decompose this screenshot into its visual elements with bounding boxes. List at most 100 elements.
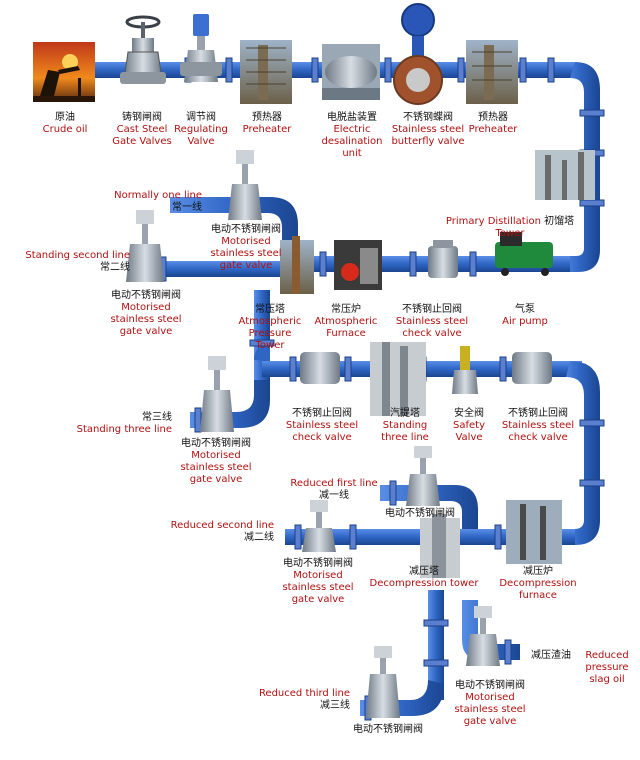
butterfly-valve-label: 不锈钢蝶阀 Stainless steel butterfly valve	[380, 112, 476, 148]
reduced-third-label: Reduced third line 减三线	[240, 688, 350, 712]
motor-gate-valve-1-picture	[228, 150, 262, 220]
preheater-2-picture	[466, 40, 518, 104]
motor-gate-valve-7-picture	[366, 646, 400, 718]
motor-gate-5-label-en3: gate valve	[291, 594, 345, 605]
check-valve-top-label-zh: 不锈钢止回阀	[402, 304, 462, 315]
air-pump-label-en: Air pump	[502, 316, 548, 327]
decomp-tower-label-zh: 减压塔	[409, 566, 439, 577]
regulating-valve-label: 调节阀 Regulating Valve	[168, 112, 234, 148]
check-valve-mid1-picture	[300, 352, 340, 384]
atm-furnace-label: 常压炉 Atmospheric Furnace	[310, 304, 382, 340]
air-pump-label-zh: 气泵	[515, 304, 535, 315]
motor-gate-valve-6-picture	[466, 606, 500, 666]
regulating-valve-label-en2: Valve	[187, 136, 215, 147]
check-valve-top-label: 不锈钢止回阀 Stainless steel check valve	[380, 304, 484, 340]
slag-oil-label-en1: Reduced	[585, 650, 629, 661]
motor-gate-3-label-zh: 电动不锈钢闸阀	[181, 438, 251, 449]
slag-oil-label: 减压渣油	[524, 650, 578, 662]
safety-valve-label: 安全阀 Safety Valve	[440, 408, 498, 444]
motor-gate-2-label: 电动不锈钢闸阀 Motorised stainless steel gate v…	[96, 290, 196, 338]
butterfly-valve-picture	[393, 3, 443, 105]
motor-gate-6-label-en3: gate valve	[463, 716, 517, 727]
standing-three-label-en: Standing three line	[76, 424, 172, 435]
reduced-first-label-en: Reduced first line	[290, 478, 378, 489]
atm-tower-label-en2: Pressure	[248, 328, 292, 339]
check-valve-mid1-label-en2: check valve	[292, 432, 352, 443]
decomp-furnace-label-en2: furnace	[519, 590, 557, 601]
primary-tower-label-en2: Tower	[495, 228, 525, 239]
check-valve-mid2-picture	[512, 352, 552, 384]
slag-oil-label-en: Reduced pressure slag oil	[578, 650, 636, 686]
standing-second-label-zh: 常二线	[100, 262, 130, 273]
atm-tower-label-en3: Tower	[255, 340, 285, 351]
desalination-label-en1: Electric	[333, 124, 371, 135]
atm-furnace-label-en1: Atmospheric	[314, 316, 378, 327]
motor-gate-1-label: 电动不锈钢闸阀 Motorised stainless steel gate v…	[196, 224, 296, 272]
motor-gate-2-label-en2: stainless steel	[110, 314, 182, 325]
stripping-tower-label-zh: 汽提塔	[390, 408, 420, 419]
safety-valve-label-en2: Valve	[455, 432, 483, 443]
standing-three-label-zh: 常三线	[142, 412, 172, 423]
motor-gate-1-label-en3: gate valve	[219, 260, 273, 271]
safety-valve-label-zh: 安全阀	[454, 408, 484, 419]
check-valve-mid1-label-zh: 不锈钢止回阀	[292, 408, 352, 419]
motor-gate-3-label: 电动不锈钢闸阀 Motorised stainless steel gate v…	[166, 438, 266, 486]
air-pump-label: 气泵 Air pump	[494, 304, 556, 328]
motor-gate-1-label-en2: stainless steel	[210, 248, 282, 259]
atmospheric-furnace-picture	[334, 240, 382, 290]
cast-steel-gate-valve-picture	[120, 15, 166, 84]
desalination-label-zh: 电脱盐装置	[327, 112, 377, 123]
primary-tower-label-en1: Primary Distillation	[445, 216, 541, 227]
preheater-1-label-zh: 预热器	[252, 112, 282, 123]
preheater-2-label-zh: 预热器	[478, 112, 508, 123]
crude-oil-label: 原油 Crude oil	[30, 112, 100, 136]
decomp-furnace-label-zh: 减压炉	[523, 566, 553, 577]
check-valve-mid2-label-zh: 不锈钢止回阀	[508, 408, 568, 419]
standing-second-label: Standing second line 常二线	[4, 250, 130, 274]
motor-gate-1-label-zh: 电动不锈钢闸阀	[211, 224, 281, 235]
butterfly-valve-label-zh: 不锈钢蝶阀	[403, 112, 453, 123]
check-valve-mid2-label: 不锈钢止回阀 Stainless steel check valve	[488, 408, 588, 444]
crude-oil-label-zh: 原油	[55, 112, 75, 123]
atm-tower-label: 常压塔 Atmospheric Pressure Tower	[234, 304, 306, 352]
normally-one-label-en: Normally one line	[114, 190, 202, 201]
decomp-furnace-label-en1: Decompression	[499, 578, 577, 589]
motor-gate-4-label: 电动不锈钢闸阀	[370, 508, 470, 520]
crude-oil-label-en: Crude oil	[42, 124, 88, 135]
motor-gate-5-label-en1: Motorised	[293, 570, 343, 581]
stripping-tower-label-en2: three line	[381, 432, 429, 443]
check-valve-mid1-label-en1: Stainless steel	[285, 420, 359, 431]
standing-second-label-en: Standing second line	[25, 250, 130, 261]
motor-gate-valve-3-picture	[200, 356, 234, 432]
reduced-second-label-zh: 减二线	[244, 532, 274, 543]
motor-gate-6-label-zh: 电动不锈钢闸阀	[455, 680, 525, 691]
check-valve-mid1-label: 不锈钢止回阀 Stainless steel check valve	[272, 408, 372, 444]
motor-gate-valve-2-picture	[126, 210, 164, 282]
regulating-valve-label-zh: 调节阀	[186, 112, 216, 123]
preheater-1-label: 预热器 Preheater	[234, 112, 300, 136]
motor-gate-3-label-en2: stainless steel	[180, 462, 252, 473]
check-valve-mid2-label-en1: Stainless steel	[501, 420, 575, 431]
normally-one-label: Normally one line 常一线	[60, 190, 202, 214]
motor-gate-5-label: 电动不锈钢闸阀 Motorised stainless steel gate v…	[268, 558, 368, 606]
check-valve-mid2-label-en2: check valve	[508, 432, 568, 443]
check-valve-top-label-en1: Stainless steel	[395, 316, 469, 327]
reduced-second-label-en: Reduced second line	[170, 520, 274, 531]
motor-gate-5-label-en2: stainless steel	[282, 582, 354, 593]
primary-tower-label-zh: 初馏塔	[544, 216, 575, 227]
stripping-tower-picture	[370, 342, 426, 416]
cast-steel-gate-label-zh: 铸钢闸阀	[122, 112, 162, 123]
air-pump-picture	[495, 232, 553, 276]
preheater-2-label-en: Preheater	[468, 124, 518, 135]
motor-gate-2-label-zh: 电动不锈钢闸阀	[111, 290, 181, 301]
butterfly-valve-label-en2: butterfly valve	[391, 136, 465, 147]
butterfly-valve-label-en1: Stainless steel	[391, 124, 465, 135]
standing-three-label: 常三线 Standing three line	[60, 412, 172, 436]
decompression-furnace-picture	[506, 500, 562, 564]
motor-gate-3-label-en1: Motorised	[191, 450, 241, 461]
atm-tower-label-zh: 常压塔	[255, 304, 285, 315]
desalination-label-en2: desalination	[321, 136, 383, 147]
decompression-tower-picture	[420, 514, 460, 578]
decomp-tower-label: 减压塔 Decompression tower	[366, 566, 482, 590]
